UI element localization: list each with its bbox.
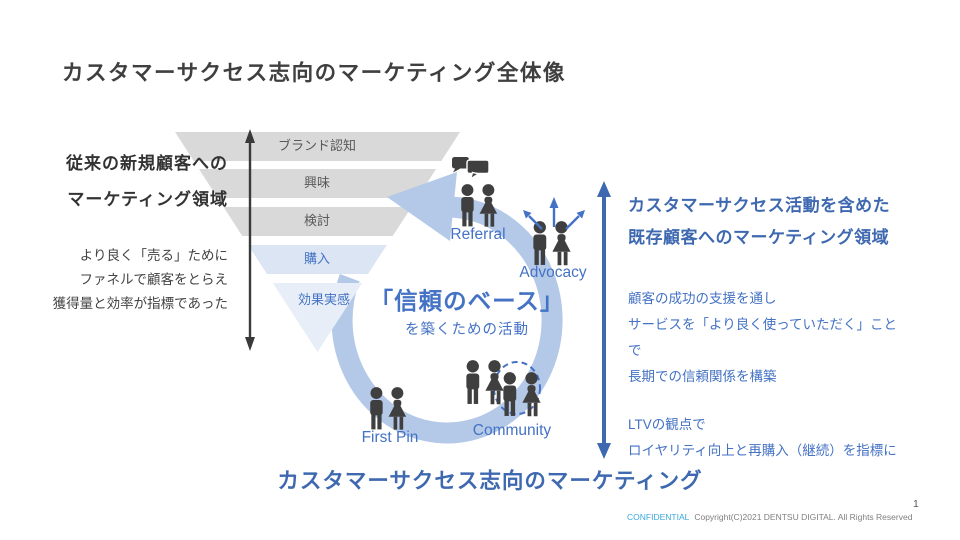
cycle-center-subtitle: を築くための活動 — [405, 322, 529, 338]
confidential-label: CONFIDENTIAL — [627, 512, 690, 522]
left-body-line-2: ファネルで顧客をとらえ — [79, 272, 229, 287]
right-metrics-line-1: LTVの観点で — [628, 417, 706, 432]
left-heading: 従来の新規顧客への マーケティング領域 — [18, 146, 228, 218]
funnel-level-interest — [198, 169, 437, 198]
right-heading: カスタマーサクセス活動を含めた 既存顧客へのマーケティング領域 — [628, 190, 890, 254]
funnel-level-brand-awareness — [175, 132, 460, 161]
radiating-arrows-icon — [523, 197, 585, 230]
speech-bubbles-icon — [452, 157, 490, 181]
cycle-node-community: Community — [472, 422, 552, 439]
left-body-line-3: 獲得量と効率が指標であった — [52, 296, 228, 311]
dashed-circle-icon — [493, 361, 541, 415]
left-heading-line-2: マーケティング領域 — [67, 190, 228, 209]
bottom-title: カスタマーサクセス志向のマーケティング — [277, 469, 703, 493]
funnel-label-effect: 効果実感 — [297, 292, 350, 307]
cycle-node-first-pin: First Pin — [361, 429, 419, 446]
right-body-text: 顧客の成功の支援を通し サービスを「より良く使っていただく」こと で 長期での信… — [628, 286, 897, 390]
funnel-level-purchase — [248, 245, 387, 274]
funnel-level-effect — [272, 283, 363, 352]
right-metrics-text: LTVの観点で ロイヤリティ向上と再購入（継続）を指標に — [628, 412, 897, 464]
cycle-ring-arrowhead — [387, 172, 457, 241]
funnel-level-consideration — [223, 207, 412, 236]
right-body-line-4: 長期での信頼関係を構築 — [628, 369, 777, 384]
couple-icon-community-1 — [466, 360, 504, 405]
funnel-range-arrow — [245, 129, 255, 351]
right-heading-line-2: 既存顧客へのマーケティング領域 — [628, 228, 890, 247]
cycle-center-title: 「信頼のベース」 — [369, 288, 565, 314]
right-body-line-2: サービスを「より良く使っていただく」こと — [628, 317, 898, 332]
funnel-label-interest: 興味 — [303, 175, 330, 190]
left-heading-line-1: 従来の新規顧客への — [66, 154, 228, 173]
right-range-arrow — [597, 181, 611, 459]
cycle-node-advocacy: Advocacy — [519, 264, 587, 281]
right-body-line-3: で — [628, 343, 642, 358]
funnel-label-consideration: 検討 — [303, 213, 330, 228]
funnel-label-brand-awareness: ブランド認知 — [277, 138, 356, 153]
funnel-label-purchase: 購入 — [303, 251, 330, 266]
right-body-line-1: 顧客の成功の支援を通し — [628, 291, 777, 306]
left-body-line-1: より良く「売る」ために — [79, 248, 228, 263]
page-number: 1 — [913, 498, 919, 510]
right-metrics-line-2: ロイヤリティ向上と再購入（継続）を指標に — [628, 443, 897, 458]
cycle-node-referral: Referral — [450, 226, 506, 243]
copyright-text: Copyright(C)2021 DENTSU DIGITAL. All Rig… — [694, 512, 913, 522]
funnel — [175, 132, 460, 274]
right-heading-line-1: カスタマーサクセス活動を含めた — [628, 196, 891, 215]
left-body-text: より良く「売る」ために ファネルで顧客をとらえ 獲得量と効率が指標であった — [18, 244, 228, 316]
footer: CONFIDENTIAL Copyright(C)2021 DENTSU DIGI… — [627, 512, 912, 522]
page-title: カスタマーサクセス志向のマーケティング全体像 — [62, 61, 566, 85]
